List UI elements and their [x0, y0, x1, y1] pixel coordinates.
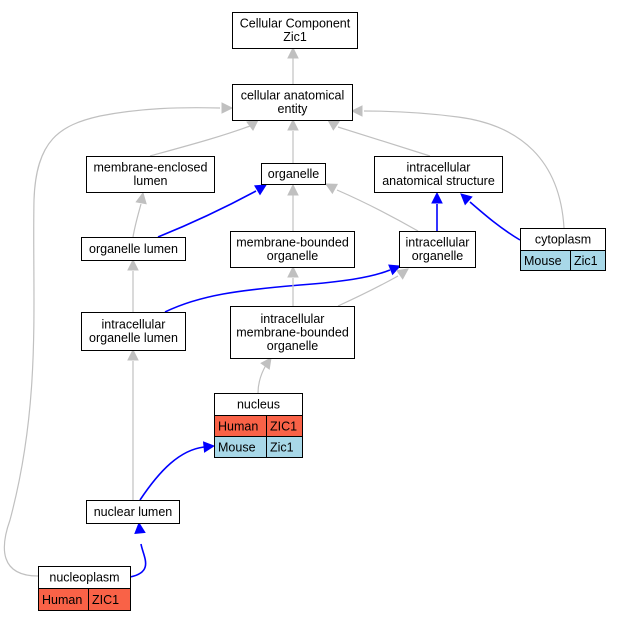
arrowhead — [202, 441, 216, 453]
arrowhead — [254, 184, 267, 196]
node-label-line: anatomical structure — [382, 174, 495, 188]
arrowhead — [350, 105, 363, 117]
node-box — [86, 500, 180, 524]
node-box — [81, 237, 186, 261]
node-box — [261, 163, 326, 185]
node-box — [86, 156, 215, 193]
annotation-row-human[interactable]: Human ZIC1 — [214, 415, 303, 437]
edge-cytoplasm-to-cellular-anatomical-entity — [363, 110, 565, 229]
gene-label: ZIC1 — [270, 420, 297, 434]
gene-label: ZIC1 — [92, 593, 119, 607]
edge-organelle-lumen-to-organelle — [157, 190, 257, 238]
node-label-line: intracellular — [261, 312, 325, 326]
annotation-row-mouse[interactable]: Mouse Zic1 — [214, 436, 303, 458]
gene-cell — [88, 588, 131, 611]
arrowhead — [135, 191, 147, 205]
node-box — [230, 306, 355, 359]
edge-cytoplasm-to-intracellular-anatomical-structure — [469, 201, 521, 241]
arrowhead — [460, 193, 473, 206]
node-label-line: Cellular Component — [240, 17, 351, 31]
node-label-line: organelle lumen — [89, 331, 178, 345]
gene-cell — [266, 436, 303, 458]
node-label-line: Zic1 — [283, 30, 307, 44]
arrowhead — [388, 264, 402, 276]
annotation-row-human[interactable]: Human ZIC1 — [38, 588, 131, 611]
node-organelle-lumen[interactable]: organelle lumen — [81, 237, 186, 261]
node-box — [81, 312, 186, 351]
arrowhead — [127, 258, 139, 271]
annotation-row-mouse[interactable]: Mouse Zic1 — [520, 250, 606, 271]
arrowhead — [327, 119, 340, 131]
arrowhead — [287, 118, 299, 131]
edge-nucleoplasm-to-nuclear-lumen — [129, 543, 147, 578]
arrowhead — [431, 191, 443, 204]
node-label-line: membrane-enclosed — [94, 161, 208, 175]
node-nuclear-lumen[interactable]: nuclear lumen — [86, 500, 180, 524]
edge-nuclear-lumen-to-nucleus — [139, 446, 205, 501]
edge-organelle-lumen-to-membrane-enclosed-lumen — [132, 203, 142, 238]
arrowhead — [221, 102, 234, 114]
edge-intracellular-anatomical-structure-to-cellular-anatomical-entity — [337, 126, 431, 157]
node-label-line: organelle — [412, 249, 463, 263]
gene-label: Zic1 — [574, 254, 598, 268]
node-label-line: cytoplasm — [535, 232, 591, 246]
node-label-line: organelle — [267, 339, 318, 353]
node-label-line: organelle — [268, 167, 319, 181]
gene-label: Zic1 — [270, 441, 294, 455]
arrowhead — [246, 119, 259, 131]
species-label: Mouse — [218, 441, 256, 455]
arrowhead — [325, 183, 338, 195]
edge-nucleoplasm-to-cellular-anatomical-entity — [3, 107, 221, 577]
node-label-line: intracellular — [407, 161, 471, 175]
edge-nucleus-to-intracellular-membrane-bounded-organelle — [257, 364, 267, 394]
arrowhead — [287, 265, 299, 278]
arrowhead — [134, 521, 146, 535]
node-box — [374, 156, 503, 193]
edge-intracellular-membrane-bounded-organelle-to-intracellular-organelle — [337, 275, 399, 307]
arrowhead — [127, 348, 139, 361]
species-label: Human — [218, 420, 258, 434]
node-label-line: organelle — [267, 249, 318, 263]
node-label-line: intracellular — [102, 318, 166, 332]
node-box — [230, 231, 355, 268]
gene-cell — [570, 250, 606, 271]
node-label-line: nucleus — [237, 397, 280, 411]
node-label-line: intracellular — [406, 236, 470, 250]
arrowhead — [287, 183, 299, 196]
species-label: Human — [42, 593, 82, 607]
node-label-line: entity — [278, 102, 309, 116]
node-label-line: nucleoplasm — [49, 570, 119, 584]
arrowhead — [260, 357, 272, 370]
node-label-line: membrane-bounded — [236, 236, 349, 250]
node-label-line: lumen — [133, 174, 167, 188]
node-label-line: nuclear lumen — [94, 505, 173, 519]
node-organelle[interactable]: organelle — [261, 163, 326, 185]
arrowhead — [287, 46, 299, 59]
edges-layer — [3, 46, 565, 578]
edge-intracellular-organelle-to-organelle — [336, 189, 419, 232]
arrowhead — [396, 268, 409, 280]
species-label: Mouse — [524, 254, 562, 268]
node-label-line: organelle lumen — [89, 242, 178, 256]
node-box — [232, 12, 358, 49]
edge-membrane-enclosed-lumen-to-cellular-anatomical-entity — [149, 125, 251, 157]
node-box — [232, 84, 353, 121]
node-label-line: membrane-bounded — [236, 325, 349, 339]
node-label-line: cellular anatomical — [241, 89, 345, 103]
edge-intracellular-organelle-lumen-to-intracellular-organelle — [164, 269, 391, 313]
node-box — [399, 231, 476, 268]
